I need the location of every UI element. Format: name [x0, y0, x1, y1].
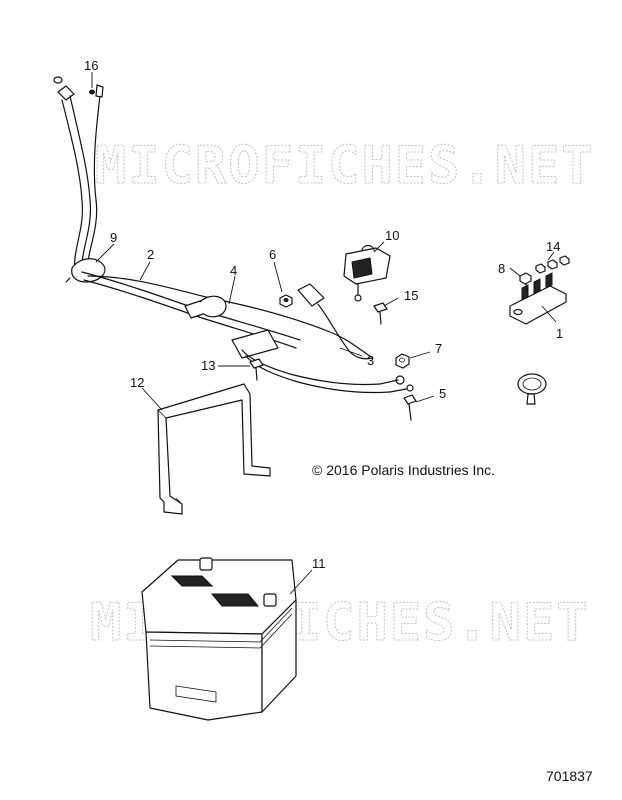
bolt-13 — [249, 358, 264, 381]
screw-8 — [519, 272, 532, 293]
screws-14 — [535, 255, 570, 274]
callout-15: 15 — [404, 288, 418, 303]
callout-5: 5 — [439, 386, 446, 401]
callout-9: 9 — [110, 230, 117, 245]
nut-6 — [279, 294, 293, 308]
callout-12: 12 — [130, 375, 144, 390]
battery-hold-down-bracket — [157, 383, 271, 515]
drawing-number: 701837 — [546, 768, 593, 784]
wiring-harness — [53, 76, 414, 394]
cable-clamp — [517, 373, 547, 405]
nut-7 — [395, 353, 410, 369]
callout-8: 8 — [498, 261, 505, 276]
callout-7: 7 — [435, 341, 442, 356]
callout-2: 2 — [147, 247, 154, 262]
callout-14: 14 — [546, 239, 560, 254]
watermark-top: MICROFICHES.NET — [95, 136, 595, 196]
callout-3: 3 — [367, 353, 374, 368]
callout-1: 1 — [556, 326, 563, 341]
solenoid-relay — [343, 244, 391, 302]
bolt-15 — [373, 302, 388, 325]
leader-lines — [91, 72, 557, 595]
callout-16: 16 — [84, 58, 98, 73]
callout-4: 4 — [230, 263, 237, 278]
callout-labels: 1 2 3 4 5 6 7 8 9 10 11 12 13 14 15 16 — [84, 58, 563, 571]
battery — [141, 557, 297, 721]
callout-11: 11 — [312, 556, 326, 571]
bolt-5 — [403, 394, 417, 421]
callout-13: 13 — [201, 358, 215, 373]
terminal-block — [509, 272, 567, 325]
callout-6: 6 — [269, 247, 276, 262]
callout-10: 10 — [385, 228, 399, 243]
copyright-notice: © 2016 Polaris Industries Inc. — [312, 462, 495, 478]
